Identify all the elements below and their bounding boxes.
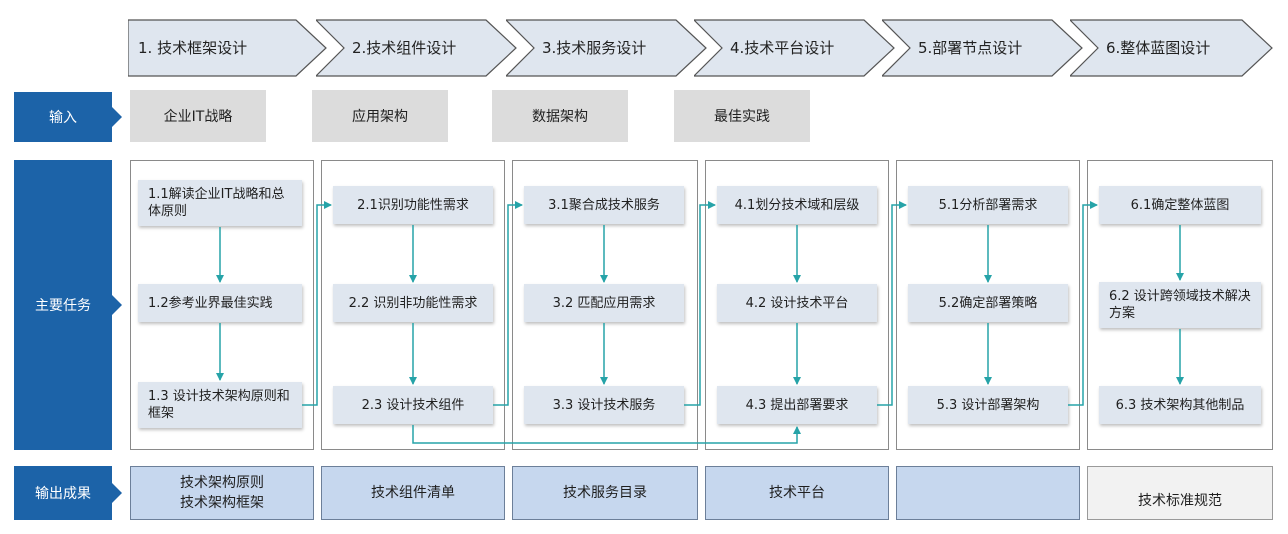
task-3-3: 3.3 设计技术服务 (524, 386, 684, 424)
task-2-3-text: 2.3 设计技术组件 (361, 397, 465, 413)
phase-2-label: 2.技术组件设计 (352, 39, 457, 57)
row-label-outputs-text: 输出成果 (35, 486, 91, 502)
row-label-outputs: 输出成果 (14, 466, 122, 520)
output-4: 技术平台 (705, 466, 889, 520)
task-5-3-text: 5.3 设计部署架构 (936, 397, 1040, 413)
phase-1-label: 1. 技术框架设计 (138, 39, 248, 57)
task-6-1: 6.1确定整体蓝图 (1099, 186, 1261, 224)
phase-4-chevron (694, 19, 895, 77)
task-4-2-text: 4.2 设计技术平台 (745, 295, 849, 311)
task-3-1-text: 3.1聚合成技术服务 (548, 197, 660, 213)
task-1-3: 1.3 设计技术架构原则和框架 (138, 382, 302, 428)
task-1-2: 1.2参考业界最佳实践 (138, 284, 302, 322)
output-4-text: 技术平台 (769, 485, 825, 501)
phase-4: 4.技术平台设计 (694, 18, 896, 78)
task-6-3: 6.3 技术架构其他制品 (1099, 386, 1261, 424)
task-2-2-text: 2.2 识别非功能性需求 (348, 295, 478, 311)
input-best-practice: 最佳实践 (674, 90, 810, 142)
phase-1-chevron (128, 19, 327, 77)
row-label-input-text: 输入 (49, 110, 77, 126)
task-5-3: 5.3 设计部署架构 (908, 386, 1068, 424)
task-3-3-text: 3.3 设计技术服务 (552, 397, 656, 413)
task-6-2: 6.2 设计跨领域技术解决方案 (1099, 282, 1261, 328)
task-4-3: 4.3 提出部署要求 (717, 386, 877, 424)
row-label-outputs-tip (112, 483, 122, 503)
task-3-1: 3.1聚合成技术服务 (524, 186, 684, 224)
output-5 (896, 466, 1080, 520)
phase-5: 5.部署节点设计 (882, 18, 1084, 78)
phase-2-chevron (316, 19, 517, 77)
output-6: 技术标准规范 (1087, 466, 1273, 520)
task-5-1: 5.1分析部署需求 (908, 186, 1068, 224)
output-3: 技术服务目录 (512, 466, 698, 520)
phase-5-chevron (882, 19, 1083, 77)
task-4-1: 4.1划分技术域和层级 (717, 186, 877, 224)
phase-3: 3.技术服务设计 (506, 18, 708, 78)
task-6-3-text: 6.3 技术架构其他制品 (1115, 397, 1245, 413)
task-6-2-text: 6.2 设计跨领域技术解决方案 (1109, 289, 1251, 321)
input-app-architecture-text: 应用架构 (352, 109, 408, 125)
task-1-2-text: 1.2参考业界最佳实践 (148, 295, 273, 311)
output-6-text: 技术标准规范 (1138, 493, 1222, 509)
task-2-3: 2.3 设计技术组件 (333, 386, 493, 424)
phase-3-label: 3.技术服务设计 (542, 39, 647, 57)
output-1: 技术架构原则 技术架构框架 (130, 466, 314, 520)
phase-6: 6.整体蓝图设计 (1070, 18, 1274, 78)
task-2-1-text: 2.1识别功能性需求 (357, 197, 469, 213)
phase-5-label: 5.部署节点设计 (918, 39, 1023, 57)
task-4-3-text: 4.3 提出部署要求 (745, 397, 849, 413)
task-4-1-text: 4.1划分技术域和层级 (734, 197, 860, 213)
task-1-1-text: 1.1解读企业IT战略和总体原则 (148, 187, 285, 219)
output-3-text: 技术服务目录 (563, 485, 647, 501)
input-data-architecture-text: 数据架构 (532, 109, 588, 125)
input-data-architecture: 数据架构 (492, 90, 628, 142)
task-2-2: 2.2 识别非功能性需求 (333, 284, 493, 322)
task-2-1: 2.1识别功能性需求 (333, 186, 493, 224)
phase-4-label: 4.技术平台设计 (730, 39, 835, 57)
row-label-tasks-tip (112, 295, 122, 315)
task-5-2: 5.2确定部署策略 (908, 284, 1068, 322)
task-3-2: 3.2 匹配应用需求 (524, 284, 684, 322)
output-1-line-2: 技术架构框架 (180, 495, 264, 511)
task-1-3-text: 1.3 设计技术架构原则和框架 (148, 389, 290, 421)
task-4-2: 4.2 设计技术平台 (717, 284, 877, 322)
phase-2: 2.技术组件设计 (316, 18, 518, 78)
task-5-1-text: 5.1分析部署需求 (938, 197, 1038, 213)
row-label-input-tip (112, 107, 122, 127)
input-it-strategy: 企业IT战略 (130, 90, 266, 142)
task-1-1: 1.1解读企业IT战略和总体原则 (138, 180, 302, 226)
task-6-1-text: 6.1确定整体蓝图 (1130, 197, 1230, 213)
phase-6-chevron (1070, 19, 1273, 77)
task-5-2-text: 5.2确定部署策略 (938, 295, 1038, 311)
phase-6-label: 6.整体蓝图设计 (1106, 39, 1211, 57)
input-it-strategy-text: 企业IT战略 (163, 109, 233, 125)
phase-3-chevron (506, 19, 707, 77)
phase-1: 1. 技术框架设计 (128, 18, 328, 78)
input-app-architecture: 应用架构 (312, 90, 448, 142)
output-1-line-1: 技术架构原则 (180, 475, 264, 491)
output-2: 技术组件清单 (321, 466, 505, 520)
row-label-input: 输入 (14, 92, 122, 142)
row-label-tasks-text: 主要任务 (35, 298, 91, 314)
task-3-2-text: 3.2 匹配应用需求 (552, 295, 656, 311)
row-label-tasks: 主要任务 (14, 160, 122, 450)
input-best-practice-text: 最佳实践 (714, 109, 770, 125)
output-2-text: 技术组件清单 (371, 485, 455, 501)
